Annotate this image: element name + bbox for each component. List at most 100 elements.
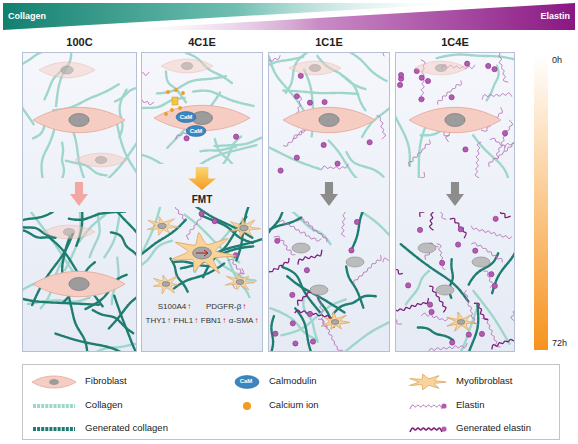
cell-nucleus (319, 114, 339, 127)
up-arrow: ↑ (242, 303, 246, 312)
elastin-fiber (400, 172, 425, 178)
legend-sample (406, 397, 448, 415)
legend-label: Elastin (456, 400, 485, 410)
collagen-fiber (419, 123, 427, 178)
generated-collagen-fiber (269, 212, 284, 257)
collagen-fiber (193, 91, 254, 106)
elastin-crosslink (278, 168, 283, 173)
elastin-crosslink (298, 73, 303, 78)
time-label: 0h (552, 56, 562, 66)
elastin-crosslink (397, 82, 402, 87)
collagen-fiber (79, 212, 136, 242)
elastin-fiber (482, 319, 500, 347)
generated-elastin-fiber (396, 253, 403, 274)
collagen-fiber (406, 271, 429, 304)
panel-border (268, 52, 390, 352)
cell-nucleus (445, 114, 465, 127)
elastin-crosslink (429, 309, 434, 314)
panel-ground (141, 52, 263, 352)
elastin-crosslink (294, 155, 299, 160)
elastin-crosslink (290, 321, 295, 326)
generated-elastin-fiber (298, 288, 312, 306)
elastin-wedge (110, 3, 575, 30)
cell-nucleus (69, 278, 89, 291)
fibroblast-cell (409, 107, 501, 132)
elastin-crosslink (307, 311, 312, 316)
elastin-sample (410, 428, 442, 432)
panel-heading: 4C1E (141, 34, 263, 50)
elastin-fiber (187, 209, 204, 240)
panel-art (269, 53, 389, 178)
marker-name: PDGFR-β (206, 303, 241, 312)
gray-cell (436, 285, 454, 295)
calcium-ion (174, 88, 178, 92)
generated-collagen-fiber (114, 296, 136, 351)
myofibroblast-cell (321, 312, 350, 329)
calcium-ion (181, 91, 185, 95)
elastin-crosslink (212, 219, 217, 224)
collagen-fiber (23, 95, 34, 124)
elastin-fiber (482, 93, 512, 100)
time-bar (534, 55, 548, 350)
up-arrow: ↑ (167, 317, 171, 326)
calmodulin-tag: CaM (240, 378, 253, 385)
cell-nucleus (181, 63, 192, 70)
panel: 1C1E (268, 34, 390, 352)
elastin-crosslink (419, 75, 424, 80)
panel-ground (395, 52, 515, 352)
fibroblast-cell (33, 107, 125, 132)
generated-collagen-fiber (56, 334, 128, 351)
elastin-fiber (142, 65, 149, 75)
elastin-crosslink (322, 99, 327, 104)
collagen-fiber (189, 145, 256, 164)
calcium-channel (172, 97, 178, 105)
legend-sample (31, 420, 77, 438)
gray-cell (472, 257, 490, 267)
legend-label: Calcium ion (269, 400, 319, 410)
calcium-ion (170, 108, 174, 112)
elastin-fiber (228, 260, 245, 274)
myofibroblast-sample (410, 374, 447, 390)
cell-nucleus (61, 66, 73, 74)
elastin-sample (410, 405, 442, 409)
generated-elastin-fiber (430, 212, 440, 230)
crosslink-sample (441, 426, 446, 431)
fibroblast-cell (43, 225, 95, 239)
elastin-crosslink (456, 242, 461, 247)
collagen-fiber (487, 66, 499, 101)
elastin-fiber (383, 53, 389, 56)
time-arrow (70, 182, 88, 206)
panel-ground (268, 52, 390, 352)
elastin-crosslink (486, 63, 491, 68)
panel-art (142, 53, 262, 164)
legend-label: Fibroblast (85, 376, 127, 386)
collagen-fiber (270, 308, 316, 339)
gray-cell (346, 257, 364, 267)
marker-name: S100A4 (158, 303, 186, 312)
elastin-crosslink (273, 331, 278, 336)
elastin-fiber (496, 120, 512, 158)
cell-nucleus (95, 157, 106, 164)
collagen-sample (33, 404, 75, 408)
cell-nucleus (309, 65, 320, 72)
collagen-fiber (437, 55, 514, 61)
myofibroblast-cell (153, 275, 178, 294)
up-arrow: ↑ (187, 303, 191, 312)
elastin-fiber (142, 92, 154, 105)
elastin-crosslink (466, 332, 471, 337)
elastin-crosslink (473, 248, 478, 253)
collagen-sample (33, 427, 75, 431)
time-label: 72h (552, 339, 567, 349)
elastin-fiber (471, 226, 512, 239)
calcium-ion (166, 90, 170, 94)
collagen-fiber (361, 212, 389, 265)
elastin-crosslink (335, 161, 340, 166)
panel-heading: 1C1E (268, 34, 390, 50)
fibroblast-cell (161, 59, 213, 73)
elastin-fiber (496, 53, 508, 82)
crosslink-sample (441, 403, 446, 408)
fibroblast-cell (39, 62, 95, 78)
panel-art (269, 212, 389, 351)
cell-nucleus (63, 229, 74, 236)
cell-nucleus (236, 280, 244, 285)
